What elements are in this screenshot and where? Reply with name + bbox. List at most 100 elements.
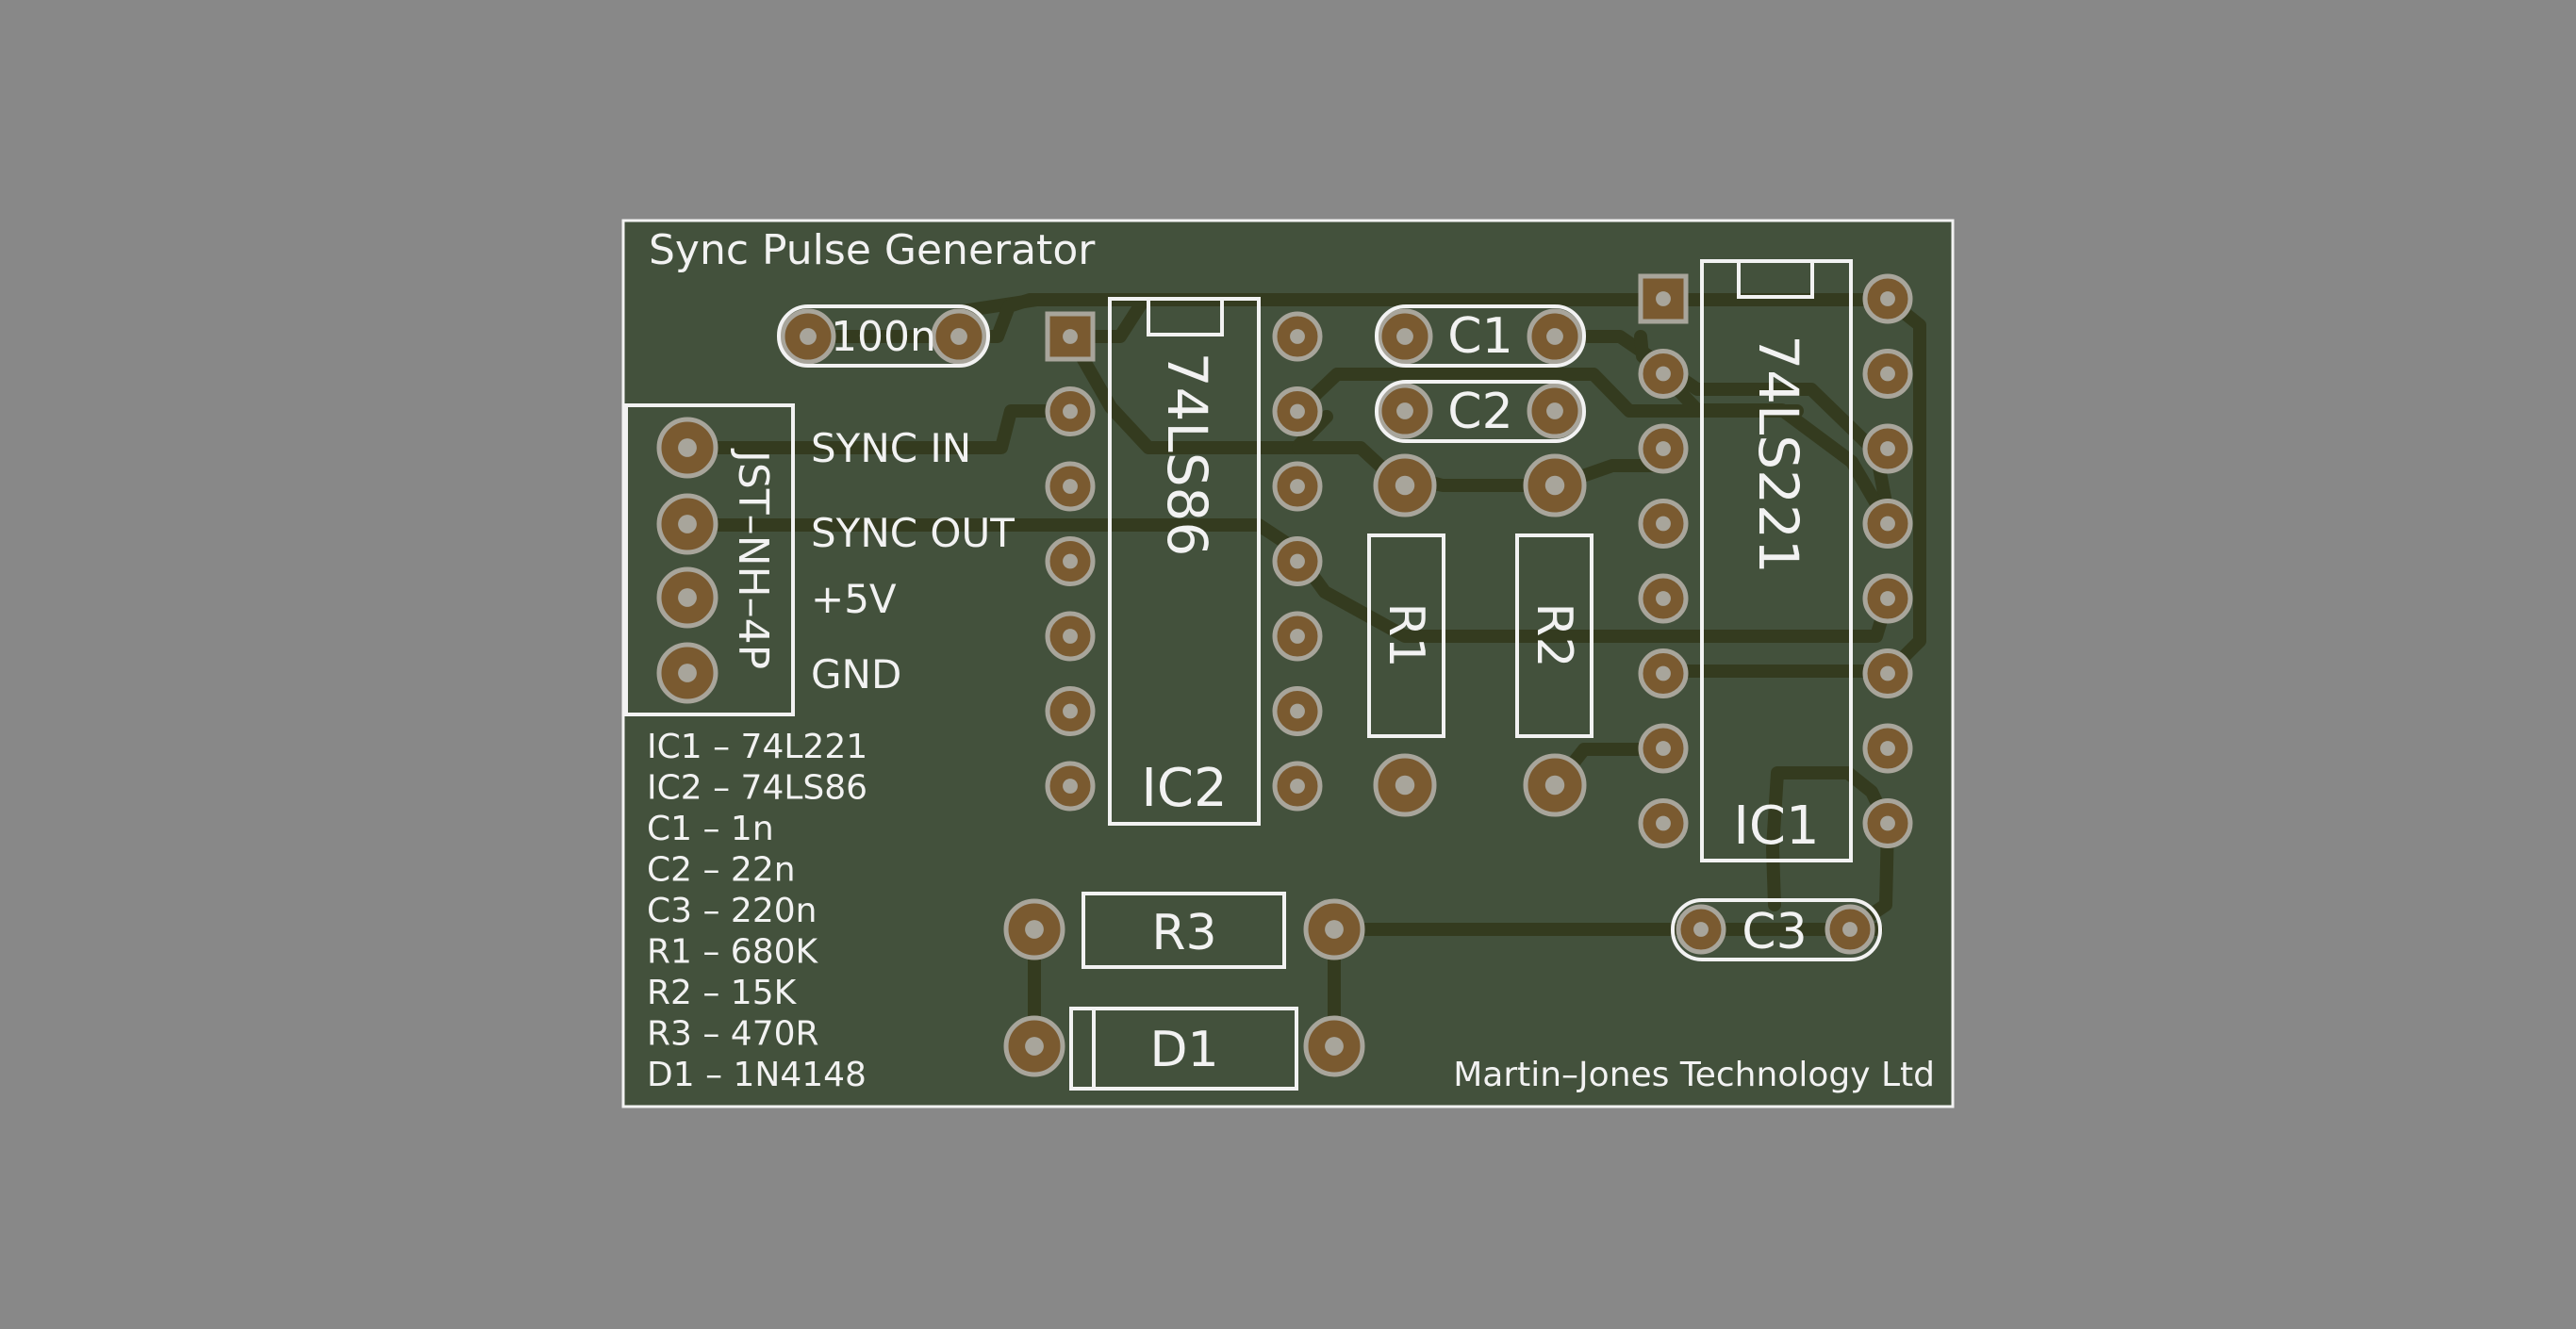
- pad: [1638, 573, 1689, 624]
- pad: [1825, 904, 1875, 955]
- pad: [1045, 686, 1096, 736]
- silkscreen-outlines: [624, 259, 1882, 1091]
- pin-label-sync-in: SYNC IN: [811, 425, 971, 471]
- c1-outline: [1375, 304, 1586, 368]
- bom-line: R2 – 15K: [647, 974, 798, 1012]
- ic1-notch: [1737, 259, 1814, 299]
- bom-line: IC1 – 74L221: [647, 728, 867, 766]
- maker-name: Martin–Jones Technology Ltd: [1453, 1056, 1935, 1094]
- c-top-label: 100n: [831, 313, 936, 361]
- pad: [1523, 753, 1587, 817]
- pad: [1523, 453, 1587, 517]
- pad: [1638, 648, 1689, 698]
- bom-line: IC2 – 74LS86: [647, 769, 867, 808]
- pin-label-5v: +5V: [811, 576, 897, 622]
- pad: [1862, 349, 1913, 399]
- pad: [1272, 536, 1323, 586]
- pad: [1527, 383, 1583, 439]
- pad: [1373, 753, 1437, 817]
- bom-line: R1 – 680K: [647, 933, 819, 972]
- pad: [931, 308, 987, 365]
- pad: [1862, 798, 1913, 848]
- ic1-value: 74LS221: [1746, 335, 1810, 574]
- connector-pad: [656, 417, 718, 479]
- pad: [1272, 461, 1323, 512]
- pad: [1377, 308, 1433, 365]
- r1-label: R1: [1378, 602, 1434, 667]
- pad: [1003, 898, 1065, 960]
- pad: [1862, 723, 1913, 774]
- bom-line: R3 – 470R: [647, 1015, 819, 1054]
- pad: [1862, 573, 1913, 624]
- silkscreen-text: Sync Pulse Generator 100n JST–NH–4P SYNC…: [647, 226, 1935, 1094]
- ic2-value: 74LS86: [1155, 353, 1219, 557]
- trace: [1657, 664, 1896, 680]
- pad: [1045, 611, 1096, 662]
- pad: [1003, 1015, 1065, 1077]
- board-title: Sync Pulse Generator: [649, 226, 1096, 274]
- pad: [1862, 648, 1913, 698]
- pad: [1862, 273, 1913, 324]
- pad: [1638, 798, 1689, 848]
- ic2-notch: [1147, 297, 1224, 336]
- pad: [1638, 423, 1689, 474]
- pad: [1272, 311, 1323, 362]
- c-top-outline: [777, 304, 990, 368]
- pad: [1045, 386, 1096, 436]
- pad: [780, 308, 836, 365]
- trace: [1064, 330, 1333, 454]
- connector-outline: [624, 403, 795, 716]
- pad-group: [656, 273, 1913, 1077]
- trace: [1766, 766, 1894, 936]
- pad: [1272, 611, 1323, 662]
- d1-label: D1: [1149, 1022, 1218, 1078]
- pin1-pad: [1638, 273, 1689, 324]
- r2-label: R2: [1526, 602, 1582, 667]
- pad: [1638, 723, 1689, 774]
- pin-label-gnd: GND: [811, 651, 901, 697]
- pad: [1303, 898, 1365, 960]
- pad: [1638, 349, 1689, 399]
- bom-line: C1 – 1n: [647, 810, 774, 848]
- pad: [1045, 461, 1096, 512]
- trace: [1292, 441, 1670, 492]
- c3-outline: [1671, 898, 1882, 961]
- connector-label: JST–NH–4P: [729, 448, 777, 669]
- pad: [1272, 386, 1323, 436]
- trace: [1292, 368, 1804, 418]
- pin1-pad: [1045, 311, 1096, 362]
- pad: [1862, 499, 1913, 549]
- pad: [1527, 308, 1583, 365]
- ic2-ref: IC2: [1141, 758, 1227, 819]
- pad: [1373, 453, 1437, 517]
- pad: [1045, 536, 1096, 586]
- r1-outline: [1367, 533, 1445, 738]
- bom-line: D1 – 1N4148: [647, 1056, 867, 1094]
- pad: [1272, 686, 1323, 736]
- pad: [1638, 499, 1689, 549]
- connector-pad: [656, 642, 718, 704]
- ic1-ref: IC1: [1733, 796, 1819, 857]
- c1-label: C1: [1447, 308, 1512, 365]
- pad: [1045, 761, 1096, 812]
- trace: [681, 404, 1077, 454]
- connector-pad: [656, 493, 718, 555]
- r3-outline: [1082, 892, 1286, 969]
- d1-outline: [1069, 1007, 1298, 1091]
- c3-label: C3: [1742, 904, 1807, 960]
- r2-outline: [1515, 533, 1593, 738]
- bom-line: C2 – 22n: [647, 851, 796, 890]
- bom-line: C3 – 220n: [647, 892, 817, 930]
- r3-label: R3: [1151, 905, 1216, 961]
- pad: [1676, 904, 1726, 955]
- c2-label: C2: [1447, 384, 1512, 440]
- pad: [1272, 761, 1323, 812]
- c2-outline: [1375, 380, 1586, 443]
- pad: [1862, 423, 1913, 474]
- connector-pad: [656, 566, 718, 629]
- pad: [1377, 383, 1433, 439]
- pin-label-sync-out: SYNC OUT: [811, 510, 1015, 556]
- pad: [1303, 1015, 1365, 1077]
